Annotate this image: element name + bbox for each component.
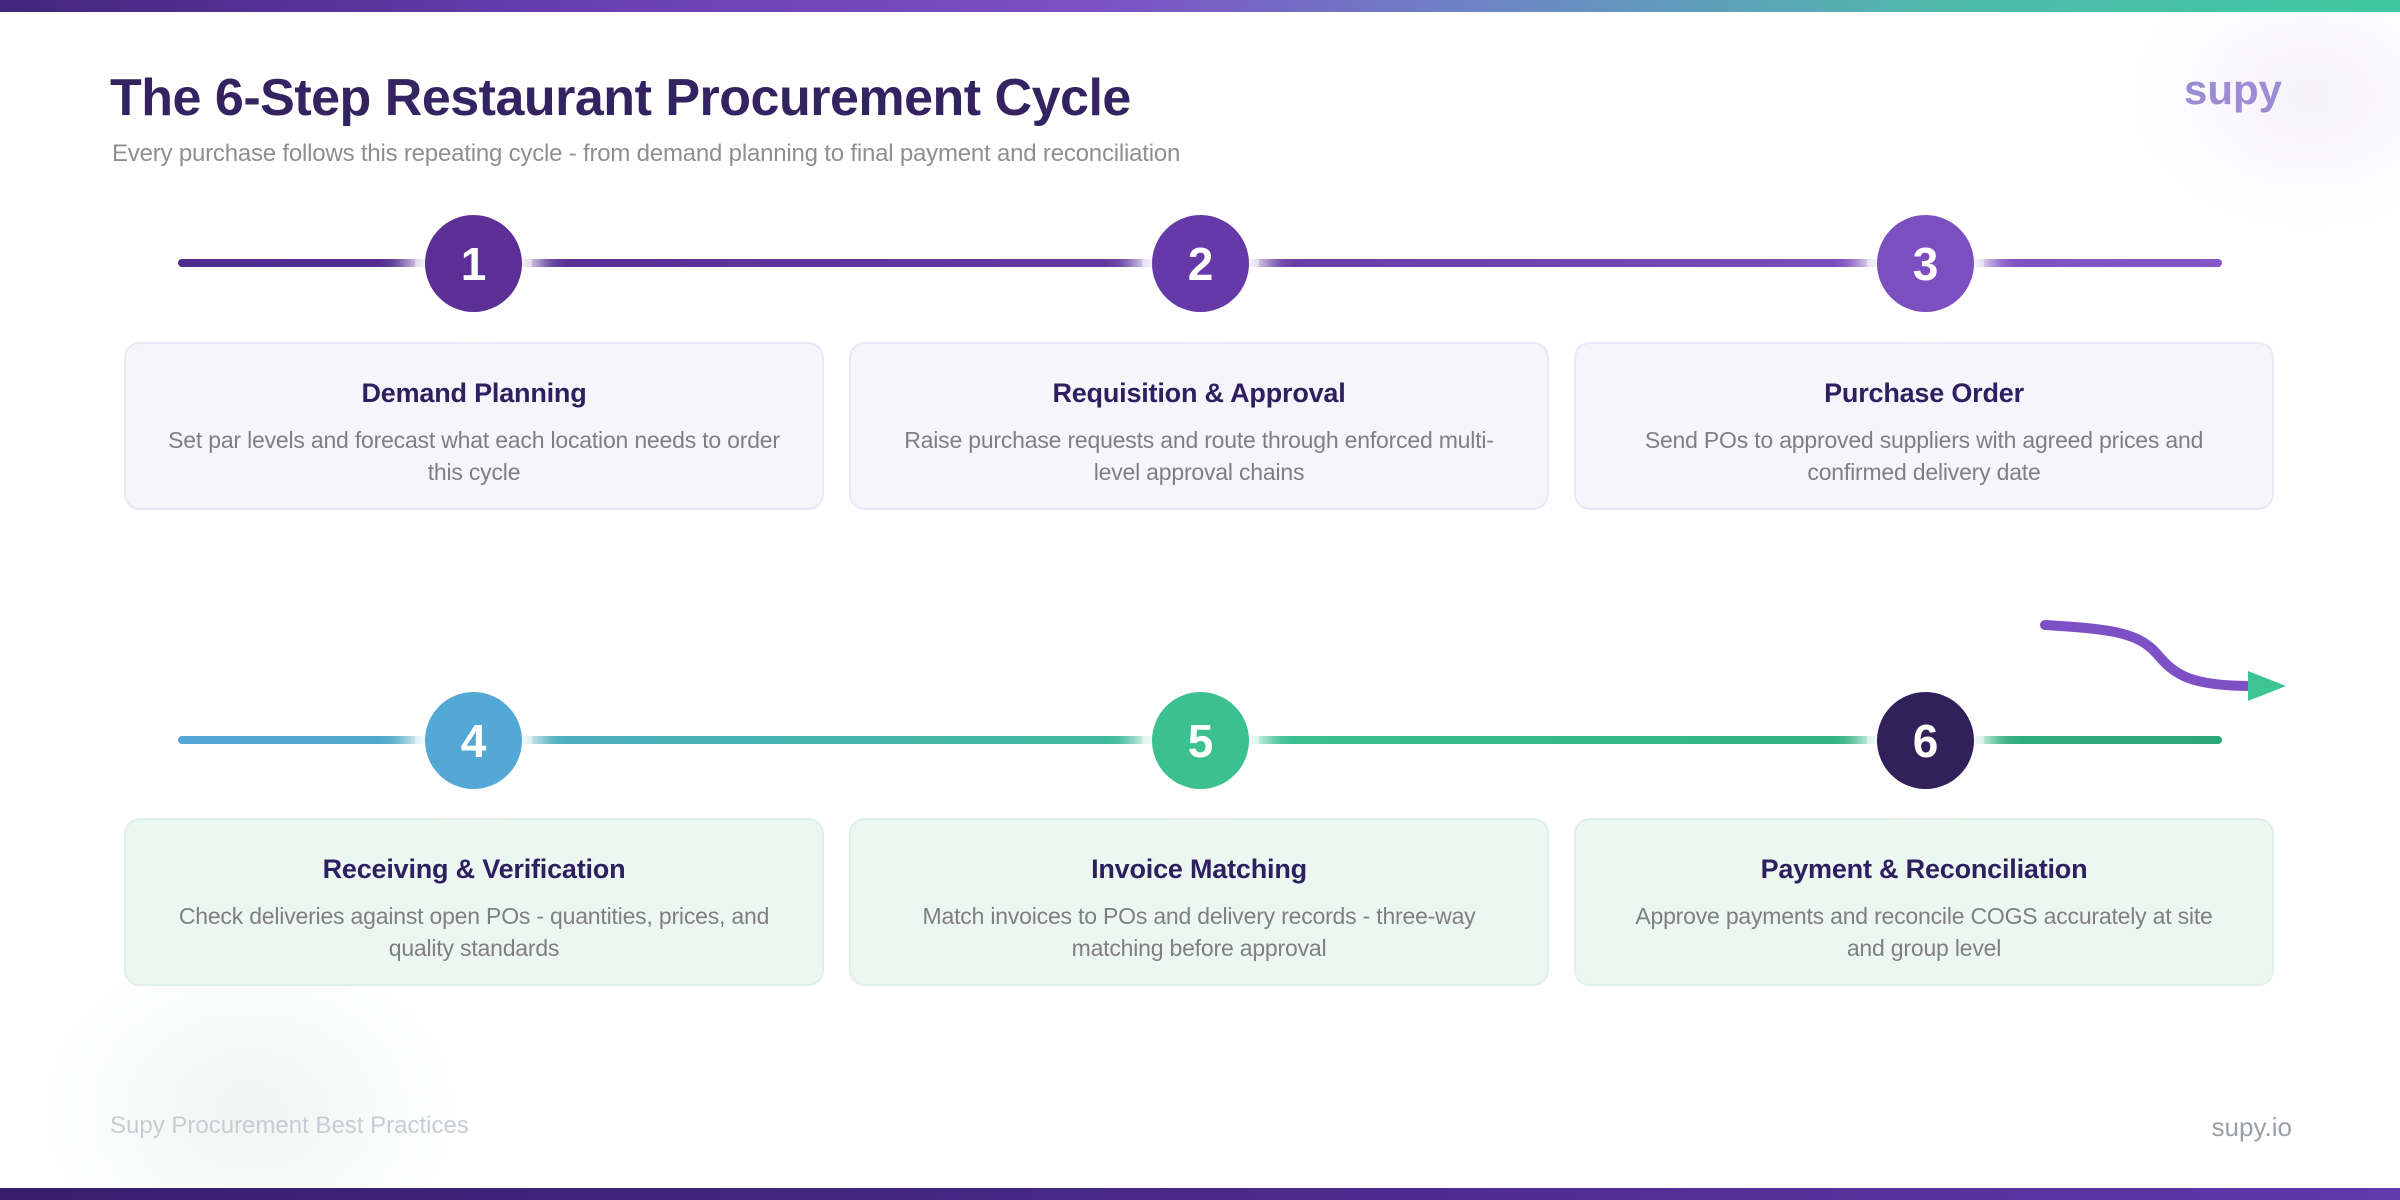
card-description: Send POs to approved suppliers with agre…	[1644, 427, 2204, 485]
step-card-receiving-verification: Receiving & Verification Check deliverie…	[124, 818, 824, 986]
card-title: Payment & Reconciliation	[1760, 854, 2088, 884]
step-circle-3: 3	[1877, 215, 1974, 312]
step-number-2: 2	[1187, 237, 1214, 290]
step-circle-6: 6	[1877, 692, 1974, 789]
step-card-demand-planning: Demand Planning Set par levels and forec…	[124, 342, 824, 510]
footer-domain: supy.io	[2211, 1112, 2292, 1142]
step-number-3: 3	[1912, 237, 1939, 290]
card-description: Match invoices to POs and delivery recor…	[922, 903, 1476, 961]
card-title: Purchase Order	[1824, 378, 2024, 408]
step-circle-2: 2	[1152, 215, 1249, 312]
step-circle-1: 1	[425, 215, 522, 312]
step-card-requisition-approval: Requisition & Approval Raise purchase re…	[849, 342, 1549, 510]
card-title: Receiving & Verification	[322, 854, 626, 884]
card-title: Requisition & Approval	[1052, 378, 1346, 408]
step-number-4: 4	[460, 714, 487, 767]
step-card-payment-reconciliation: Payment & Reconciliation Approve payment…	[1574, 818, 2274, 986]
card-description: Set par levels and forecast what each lo…	[168, 427, 780, 485]
step-circle-5: 5	[1152, 692, 1249, 789]
step-card-invoice-matching: Invoice Matching Match invoices to POs a…	[849, 818, 1549, 986]
footer-attribution: Supy Procurement Best Practices	[110, 1112, 469, 1139]
page-subtitle: Every purchase follows this repeating cy…	[112, 140, 1181, 167]
card-title: Demand Planning	[361, 378, 587, 408]
card-description: Approve payments and reconcile COGS accu…	[1635, 903, 2213, 961]
card-description: Raise purchase requests and route throug…	[904, 427, 1494, 485]
card-description: Check deliveries against open POs - quan…	[178, 903, 770, 961]
card-title: Invoice Matching	[1091, 854, 1307, 884]
top-accent-bar	[0, 0, 2400, 12]
step-number-1: 1	[460, 237, 487, 290]
flow-continuation-arrow	[2040, 620, 2286, 701]
step-number-6: 6	[1912, 714, 1939, 767]
step-card-purchase-order: Purchase Order Send POs to approved supp…	[1574, 342, 2274, 510]
page-title: The 6-Step Restaurant Procurement Cycle	[110, 69, 1131, 127]
bottom-accent-bar	[0, 1188, 2400, 1200]
brand-logo: supy	[2183, 66, 2282, 113]
step-number-5: 5	[1187, 714, 1214, 767]
step-circle-4: 4	[425, 692, 522, 789]
